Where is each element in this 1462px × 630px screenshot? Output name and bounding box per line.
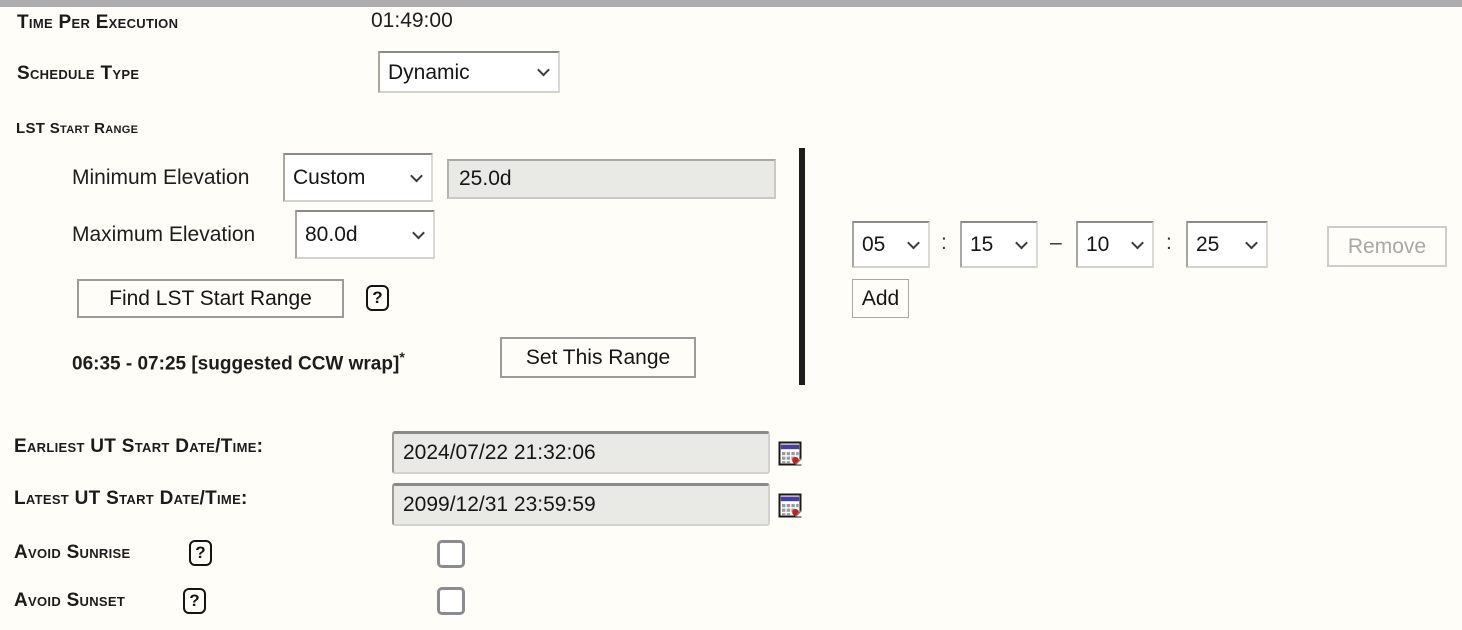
remove-range-button[interactable]: Remove: [1327, 226, 1447, 267]
latest-ut-input[interactable]: [392, 483, 770, 526]
help-icon[interactable]: ?: [366, 285, 389, 311]
avoid-sunset-checkbox[interactable]: [437, 587, 465, 615]
start-minute-select[interactable]: 15: [960, 221, 1038, 268]
calendar-icon[interactable]: [778, 440, 803, 467]
calendar-icon[interactable]: [778, 492, 803, 519]
maximum-elevation-select-wrap: 80.0d: [295, 210, 435, 259]
set-this-range-button[interactable]: Set This Range: [500, 337, 696, 378]
time-per-execution-label: Time Per Execution: [17, 12, 179, 33]
lst-start-range-label: LST Start Range: [16, 120, 139, 137]
range-separator: –: [1050, 231, 1062, 254]
maximum-elevation-label: Maximum Elevation: [72, 223, 256, 246]
start-minute-select-wrap: 15: [960, 221, 1038, 268]
minimum-elevation-label: Minimum Elevation: [72, 166, 250, 189]
time-per-execution-value: 01:49:00: [371, 9, 453, 32]
avoid-sunset-label: Avoid Sunset: [14, 590, 126, 611]
minimum-elevation-select-wrap: Custom: [283, 153, 433, 202]
find-lst-start-range-button[interactable]: Find LST Start Range: [77, 279, 344, 318]
suggested-range-footnote: *: [399, 349, 405, 365]
suggested-range-text: 06:35 - 07:25 [suggested CCW wrap]*: [72, 349, 405, 375]
end-minute-select-wrap: 25: [1186, 221, 1268, 268]
earliest-ut-input[interactable]: [392, 431, 770, 474]
end-hour-select[interactable]: 10: [1076, 221, 1154, 268]
top-divider-bar: [0, 0, 1462, 7]
earliest-ut-label: Earliest UT Start Date/Time:: [14, 436, 264, 457]
suggested-range-value: 06:35 - 07:25 [suggested CCW wrap]: [72, 353, 400, 375]
end-hour-select-wrap: 10: [1076, 221, 1154, 268]
minimum-elevation-custom-input[interactable]: [447, 159, 776, 199]
latest-ut-label: Latest UT Start Date/Time:: [14, 488, 248, 509]
avoid-sunrise-label: Avoid Sunrise: [14, 542, 131, 563]
hour-minute-separator: :: [1166, 231, 1172, 254]
start-hour-select-wrap: 05: [852, 221, 930, 268]
minimum-elevation-select[interactable]: Custom: [283, 153, 433, 202]
maximum-elevation-select[interactable]: 80.0d: [295, 210, 435, 259]
vertical-divider: [799, 148, 805, 385]
add-range-button[interactable]: Add: [852, 279, 909, 318]
end-minute-select[interactable]: 25: [1186, 221, 1268, 268]
schedule-type-label: Schedule Type: [17, 63, 140, 84]
schedule-type-select[interactable]: Dynamic: [378, 51, 560, 93]
avoid-sunrise-checkbox[interactable]: [437, 540, 465, 568]
help-icon[interactable]: ?: [189, 540, 212, 566]
hour-minute-separator: :: [941, 231, 947, 254]
start-hour-select[interactable]: 05: [852, 221, 930, 268]
help-icon[interactable]: ?: [183, 588, 206, 614]
schedule-type-select-wrap: Dynamic: [378, 51, 560, 93]
